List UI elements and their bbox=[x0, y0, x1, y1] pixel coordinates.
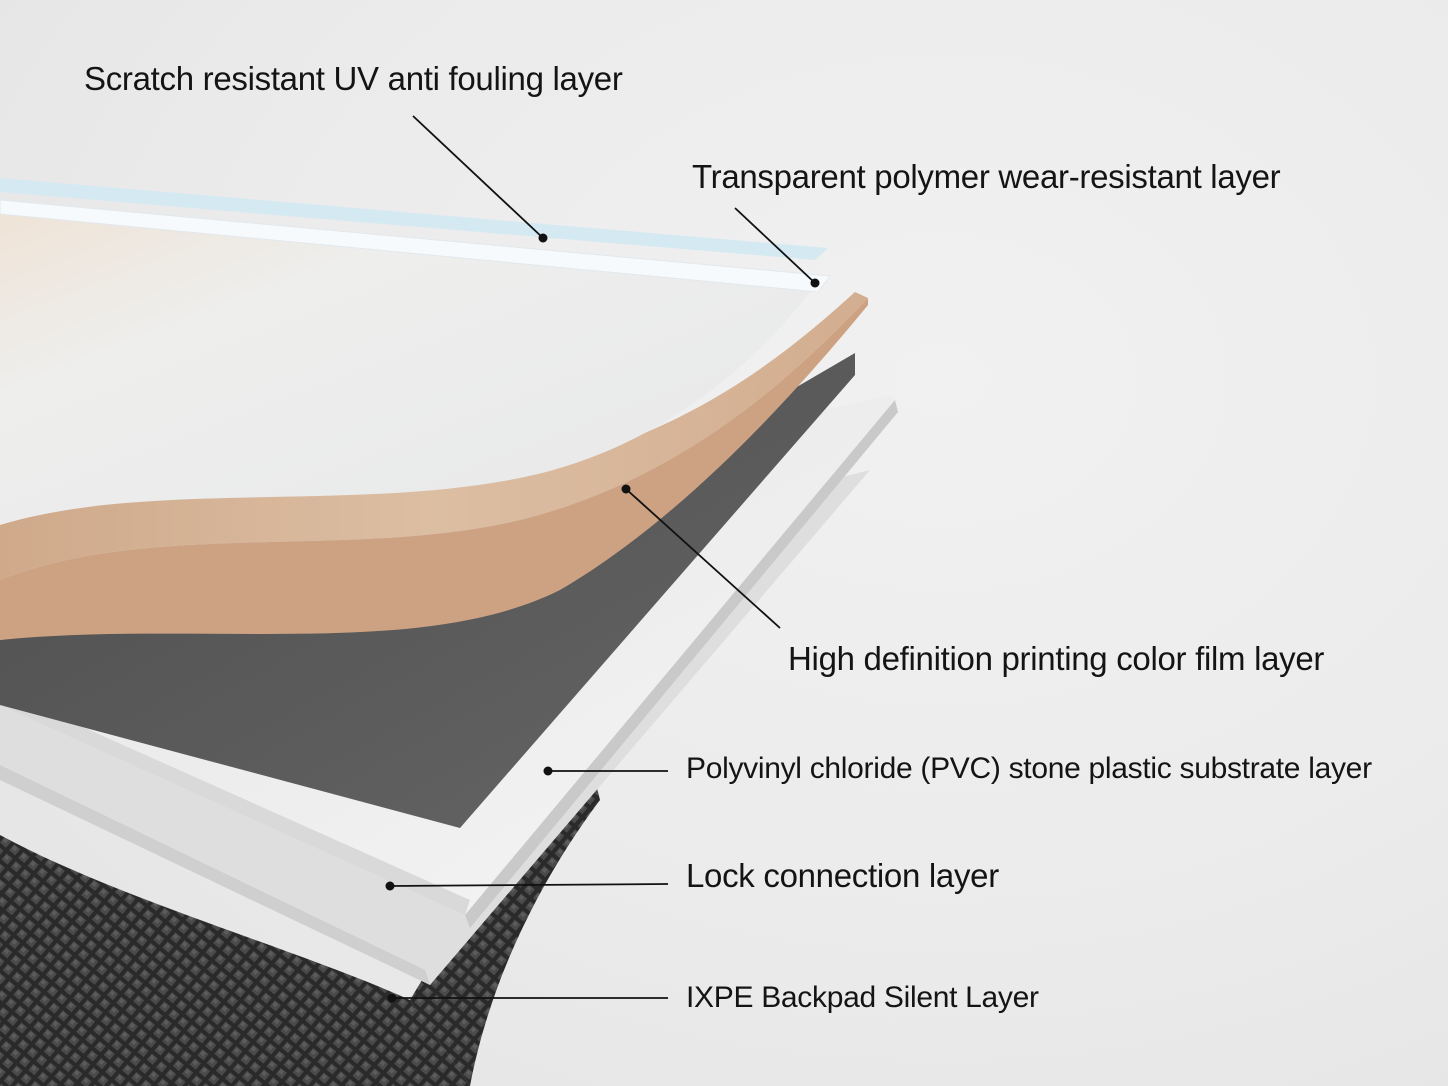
leader-line-uv bbox=[412, 115, 544, 239]
label-ixpe-backpad-layer: IXPE Backpad Silent Layer bbox=[686, 981, 1039, 1014]
leader-line-film bbox=[625, 488, 781, 629]
label-color-film-layer: High definition printing color film laye… bbox=[788, 640, 1325, 677]
uv-anti-fouling-layer bbox=[0, 178, 828, 260]
wood-film-thickness bbox=[0, 298, 868, 640]
ixpe-backpad-layer bbox=[0, 835, 470, 1086]
leader-dot-ixpe bbox=[387, 993, 397, 1003]
label-uv-anti-fouling-layer: Scratch resistant UV anti fouling layer bbox=[84, 60, 623, 97]
lock-connection-edge bbox=[0, 765, 430, 985]
wood-top-surface bbox=[0, 210, 815, 525]
pvc-substrate-edge bbox=[0, 690, 470, 915]
wear-resistant-layer bbox=[0, 199, 831, 293]
leader-lines bbox=[389, 115, 816, 999]
label-pvc-substrate-layer: Polyvinyl chloride (PVC) stone plastic s… bbox=[686, 752, 1372, 785]
leader-dot-film bbox=[621, 484, 631, 494]
label-wear-resistant-layer: Transparent polymer wear-resistant layer bbox=[692, 158, 1281, 195]
leader-line-wear bbox=[734, 207, 816, 284]
leader-dot-pvc bbox=[543, 766, 553, 776]
leader-dots bbox=[385, 233, 820, 1003]
leader-dot-lock bbox=[385, 881, 395, 891]
leader-line-lock bbox=[389, 883, 669, 887]
leader-dot-uv bbox=[538, 233, 548, 243]
leader-dot-wear bbox=[810, 278, 820, 288]
label-lock-connection-layer: Lock connection layer bbox=[686, 857, 999, 894]
wood-film-edge bbox=[0, 292, 868, 580]
pvc-substrate-side bbox=[465, 400, 898, 928]
